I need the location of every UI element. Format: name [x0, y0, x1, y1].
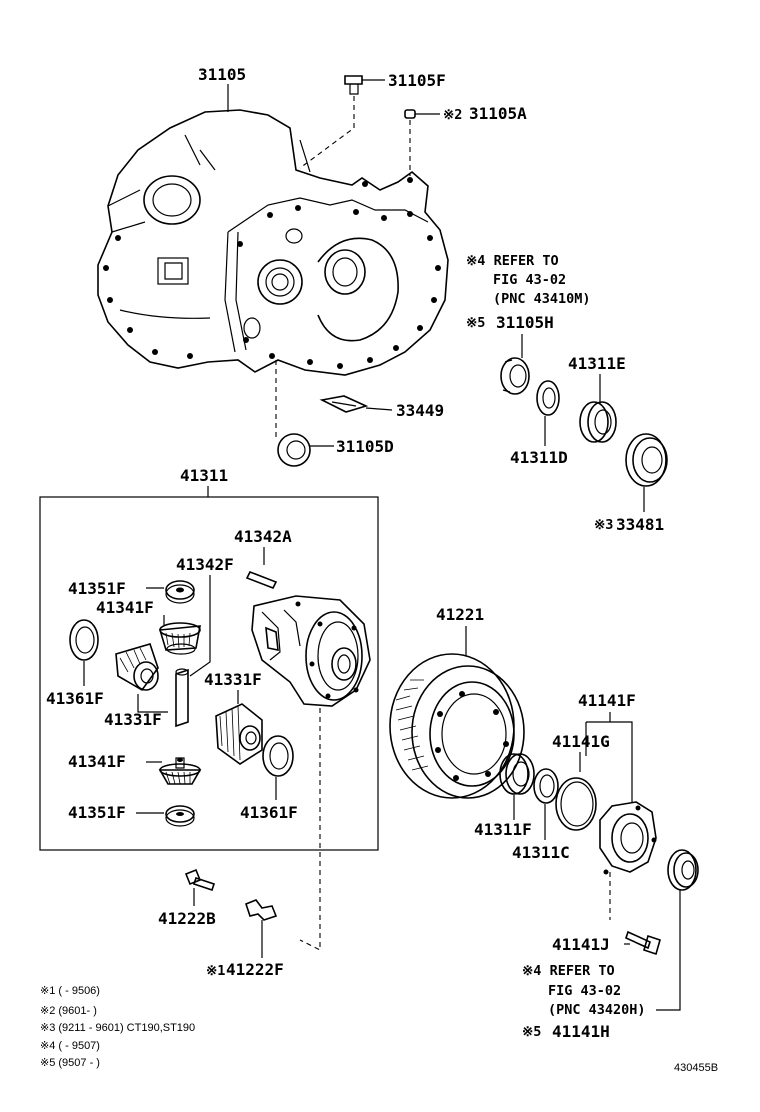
diff-assy-box [39, 496, 379, 851]
label-shim-41141g: 41141G [552, 732, 610, 751]
mark-plug-31105a: ※2 [443, 107, 462, 123]
footnote-3: ※3 (9211 - 9601) CT190,ST190 [40, 1022, 195, 1034]
bearing-41311e-drawing [579, 401, 617, 443]
label-ring-gear-41221: 41221 [436, 605, 484, 624]
label-pinion-41341f-bottom: 41341F [68, 752, 126, 771]
bolt-31105f-drawing [344, 75, 385, 95]
seal-41141h-drawing [667, 849, 699, 891]
shim-41141g-drawing [555, 777, 597, 831]
label-pin-41342a: 41342A [234, 527, 292, 546]
mark-seal-33481: ※3 [594, 517, 613, 533]
figure-number: 430455B [674, 1062, 718, 1074]
footnote-4: ※4 ( - 9507) [40, 1040, 100, 1052]
label-washer-41351f-bottom: 41351F [68, 803, 126, 822]
transaxle-case-drawing [97, 109, 449, 376]
label-bolt-31105f: 31105F [388, 71, 446, 90]
side-gear-41331f-right-drawing [215, 703, 263, 765]
label-shim-41311d: 41311D [510, 448, 568, 467]
bolt-41141j-drawing [625, 930, 661, 956]
label-seal-41141h: 41141H [552, 1022, 610, 1041]
label-shaft-41342f: 41342F [176, 555, 234, 574]
label-bearing-41311f: 41311F [474, 820, 532, 839]
label-plate-33449: 33449 [396, 401, 444, 420]
label-washer-41361f-right: 41361F [240, 803, 298, 822]
label-lock-plate-41222f: 41222F [226, 960, 284, 979]
label-pinion-41341f-top: 41341F [96, 598, 154, 617]
pin-41342a-drawing [245, 570, 278, 590]
refer-bottom-line3: (PNC 43420H) [548, 1002, 646, 1018]
shaft-41342f-drawing [175, 668, 189, 728]
washer-41351f-bottom-drawing [165, 805, 195, 827]
side-gear-41331f-left-drawing [115, 643, 159, 692]
bearing-41311f-drawing [499, 753, 535, 795]
ring-gear-41221-drawing [389, 653, 525, 799]
lock-plate-41222f-drawing [245, 899, 278, 921]
shim-41311c-drawing [533, 768, 559, 804]
washer-41351f-top-drawing [165, 580, 195, 604]
label-side-gear-41331f-right: 41331F [204, 670, 262, 689]
label-bearing-41311e: 41311E [568, 354, 626, 373]
seal-31105d-drawing [277, 433, 311, 467]
retainer-41141f-drawing [599, 801, 657, 875]
seal-33481-drawing [625, 433, 668, 487]
label-washer-41361f-left: 41361F [46, 689, 104, 708]
washer-41361f-left-drawing [69, 619, 99, 661]
footnote-5: ※5 (9507 - ) [40, 1057, 100, 1069]
plate-33449-drawing [319, 395, 393, 413]
label-seal-31105h: 31105H [496, 313, 554, 332]
label-retainer-41141f: 41141F [578, 691, 636, 710]
shim-41311d-drawing [536, 380, 560, 416]
label-case-31105: 31105 [198, 65, 246, 84]
label-washer-41351f-top: 41351F [68, 579, 126, 598]
differential-case-drawing [251, 595, 371, 707]
pinion-41341f-top-drawing [158, 622, 201, 655]
mark-seal-41141h: ※5 [522, 1024, 541, 1040]
bolt-41222b-drawing [184, 868, 216, 892]
washer-41361f-right-drawing [262, 735, 294, 777]
label-bolt-41141j: 41141J [552, 935, 610, 954]
seal-31105h-drawing [500, 357, 530, 395]
refer-top-line1: ※4 REFER TO [466, 253, 559, 269]
footnote-1: ※1 ( - 9506) [40, 985, 100, 997]
label-shim-41311c: 41311C [512, 843, 570, 862]
mark-seal-31105h: ※5 [466, 315, 485, 331]
footnotes: ※1 ( - 9506) ※2 (9601- ) ※3 (9211 - 9601… [40, 985, 195, 1069]
label-bolt-41222b: 41222B [158, 909, 216, 928]
pinion-41341f-bottom-drawing [158, 757, 202, 785]
mark-lock-plate-41222f: ※1 [206, 963, 225, 979]
label-seal-31105d: 31105D [336, 437, 394, 456]
plug-31105a-drawing [404, 109, 440, 119]
label-seal-33481: 33481 [616, 515, 664, 534]
refer-top-line3: (PNC 43410M) [493, 291, 591, 307]
refer-bottom-line2: FIG 43-02 [548, 983, 621, 999]
refer-top-line2: FIG 43-02 [493, 272, 566, 288]
footnote-2: ※2 (9601- ) [40, 1005, 97, 1017]
label-diff-assy-41311: 41311 [180, 466, 228, 485]
label-plug-31105a: 31105A [469, 104, 527, 123]
label-side-gear-41331f-left: 41331F [104, 710, 162, 729]
refer-bottom-line1: ※4 REFER TO [522, 963, 615, 979]
